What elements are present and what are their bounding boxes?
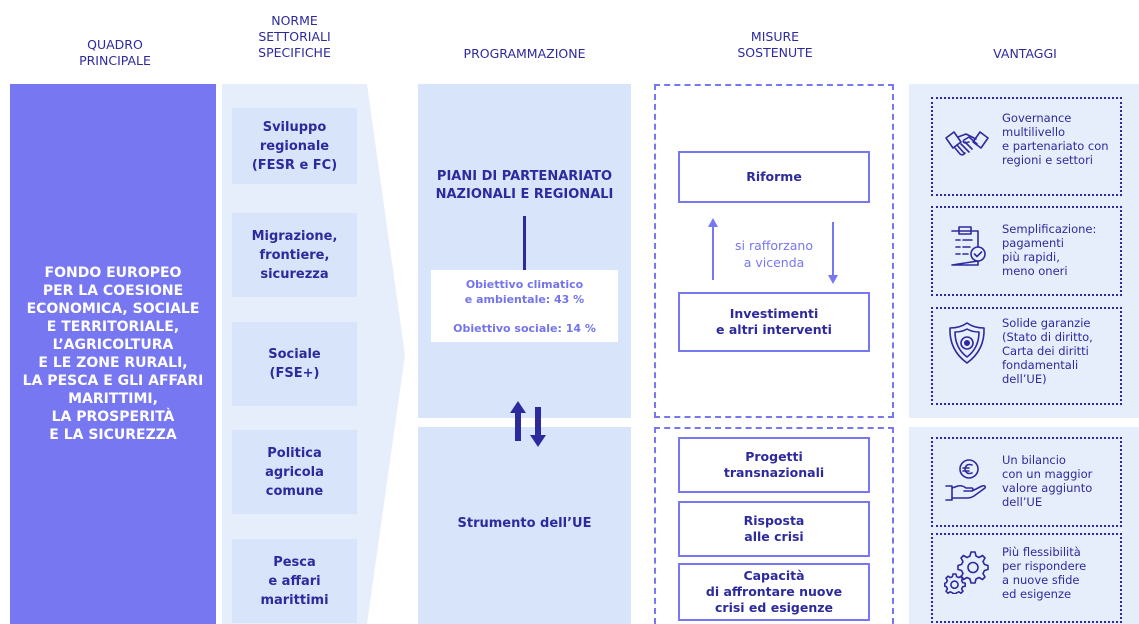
exchange-arrows-icon [510,401,546,447]
clipboard-icon [951,226,986,266]
misure-bottom-frame [654,427,894,624]
objectives-box [431,270,618,342]
sector-sociale: Sociale (FSE+) [232,322,357,406]
header-misure-sostenute: MISURE SOSTENUTE [737,29,813,60]
vantaggio-semplificazione-text: Semplificazione: pagamenti più rapidi, m… [1002,222,1097,278]
riforme-box: Riforme [678,151,870,203]
vantaggio-flessibilita-text: Più flessibilità per rispondere a nuove … [1002,545,1087,601]
sector-sviluppo-regionale: Sviluppo regionale (FESR e FC) [232,108,357,184]
sector-politica-agricola: Politica agricola comune [232,430,357,514]
arrow-up-icon [708,218,718,280]
sector-migrazione: Migrazione, frontiere, sicurezza [232,213,357,297]
obiettivo-climatico: Obiettivo climatico e ambientale: 43 % [464,278,585,306]
vantaggio-garanzie-box [931,307,1122,405]
shield-icon [949,322,985,364]
progetti-transnazionali-box: Progetti transnazionali [678,437,870,493]
capacita-box: Capacità di affrontare nuove crisi ed es… [678,563,870,621]
vantaggio-semplificazione-box [931,206,1122,296]
handshake-icon [945,131,989,156]
header-programmazione: PROGRAMMAZIONE [463,46,586,61]
vantaggio-bilancio-text: Un bilancio con un maggior valore aggiun… [1002,453,1093,509]
vantaggio-flessibilita-box [931,533,1122,623]
main-fund-text: FONDO EUROPEO PER LA COESIONE ECONOMICA,… [22,265,204,443]
vantaggio-governance-box [931,97,1122,196]
si-rafforzano-text: si rafforzano a vicenda [735,238,813,270]
connector-line [523,216,526,270]
main-fund-box: FONDO EUROPEO PER LA COESIONE ECONOMICA,… [10,84,216,624]
programmazione-bottom-panel [418,427,631,624]
misure-top-frame [654,84,894,418]
sector-pesca: Pesca e affari marittimi [232,539,357,623]
piani-partenariato-title: PIANI DI PARTENARIATO NAZIONALI E REGION… [435,169,614,202]
header-norme-settoriali: NORME SETTORIALI SPECIFICHE [258,13,331,60]
vantaggio-bilancio-box [931,437,1122,527]
euro-hand-icon [945,459,986,501]
header-vantaggi: VANTAGGI [993,46,1057,61]
investimenti-box: Investimenti e altri interventi [678,292,870,352]
vantaggio-governance-text: Governance multilivello e partenariato c… [1002,111,1109,167]
obiettivo-sociale: Obiettivo sociale: 14 % [453,322,596,335]
risposta-crisi-box: Risposta alle crisi [678,501,870,557]
gears-icon [944,551,989,594]
vantaggio-garanzie-text: Solide garanzie (Stato di diritto, Carta… [1002,316,1093,386]
header-quadro-principale: QUADRO PRINCIPALE [79,37,151,68]
arrow-down-icon [828,222,838,284]
strumento-ue: Strumento dell’UE [457,516,592,531]
